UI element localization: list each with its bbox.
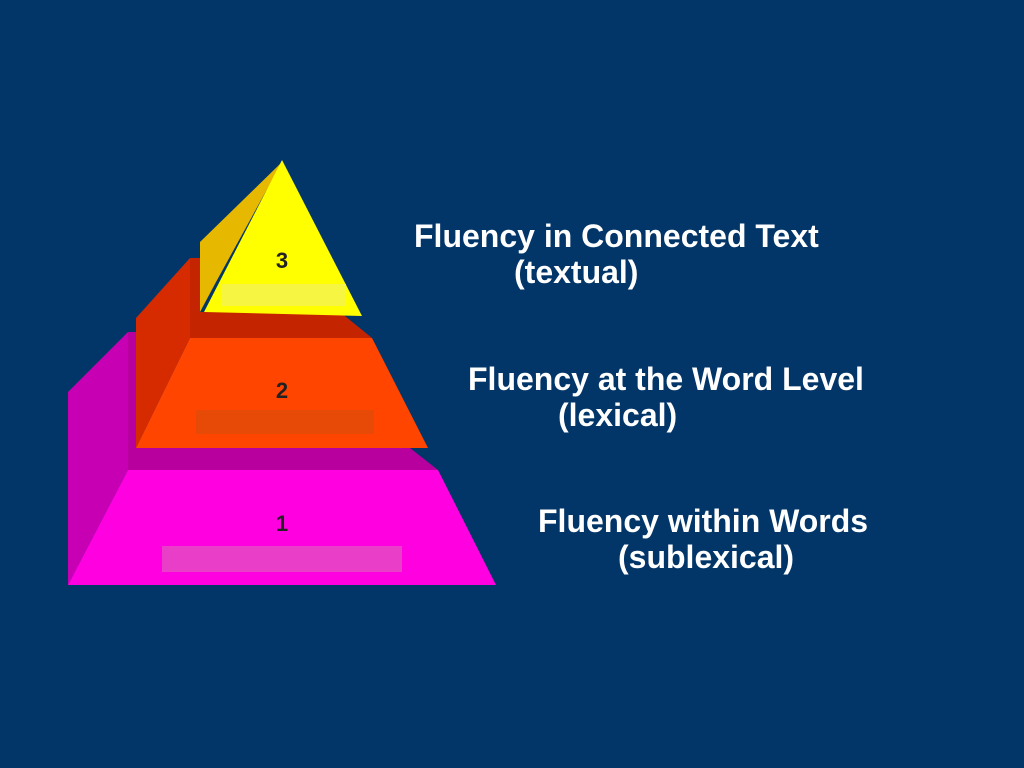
tier-2-label-box xyxy=(196,410,374,434)
tier-1-number: 1 xyxy=(276,511,288,536)
tier-3-number: 3 xyxy=(276,248,288,273)
tier-1-label-box xyxy=(162,546,402,572)
tier-3-label-box xyxy=(222,284,346,306)
level-1-subtitle: (sublexical) xyxy=(618,539,795,575)
level-1-title: Fluency within Words xyxy=(538,503,869,539)
tier-1-top xyxy=(128,332,438,470)
tier-2-top xyxy=(190,258,372,338)
tier-3-front xyxy=(204,160,362,316)
pyramid-tier-2: 2 xyxy=(136,258,428,448)
level-2-description: Fluency at the Word Level (lexical) xyxy=(468,361,864,433)
tier-3-side xyxy=(200,162,282,312)
tier-2-number: 2 xyxy=(276,378,288,403)
pyramid-tier-1: 1 xyxy=(68,332,496,585)
level-2-subtitle: (lexical) xyxy=(558,397,678,433)
tier-2-side xyxy=(136,258,190,448)
level-2-title: Fluency at the Word Level xyxy=(468,361,864,397)
level-3-description: Fluency in Connected Text (textual) xyxy=(414,218,819,290)
level-1-description: Fluency within Words (sublexical) xyxy=(538,503,868,575)
level-3-title: Fluency in Connected Text xyxy=(414,218,819,254)
level-3-subtitle: (textual) xyxy=(514,254,639,290)
tier-1-side xyxy=(68,332,128,585)
pyramid-tier-3: 3 xyxy=(200,160,362,316)
